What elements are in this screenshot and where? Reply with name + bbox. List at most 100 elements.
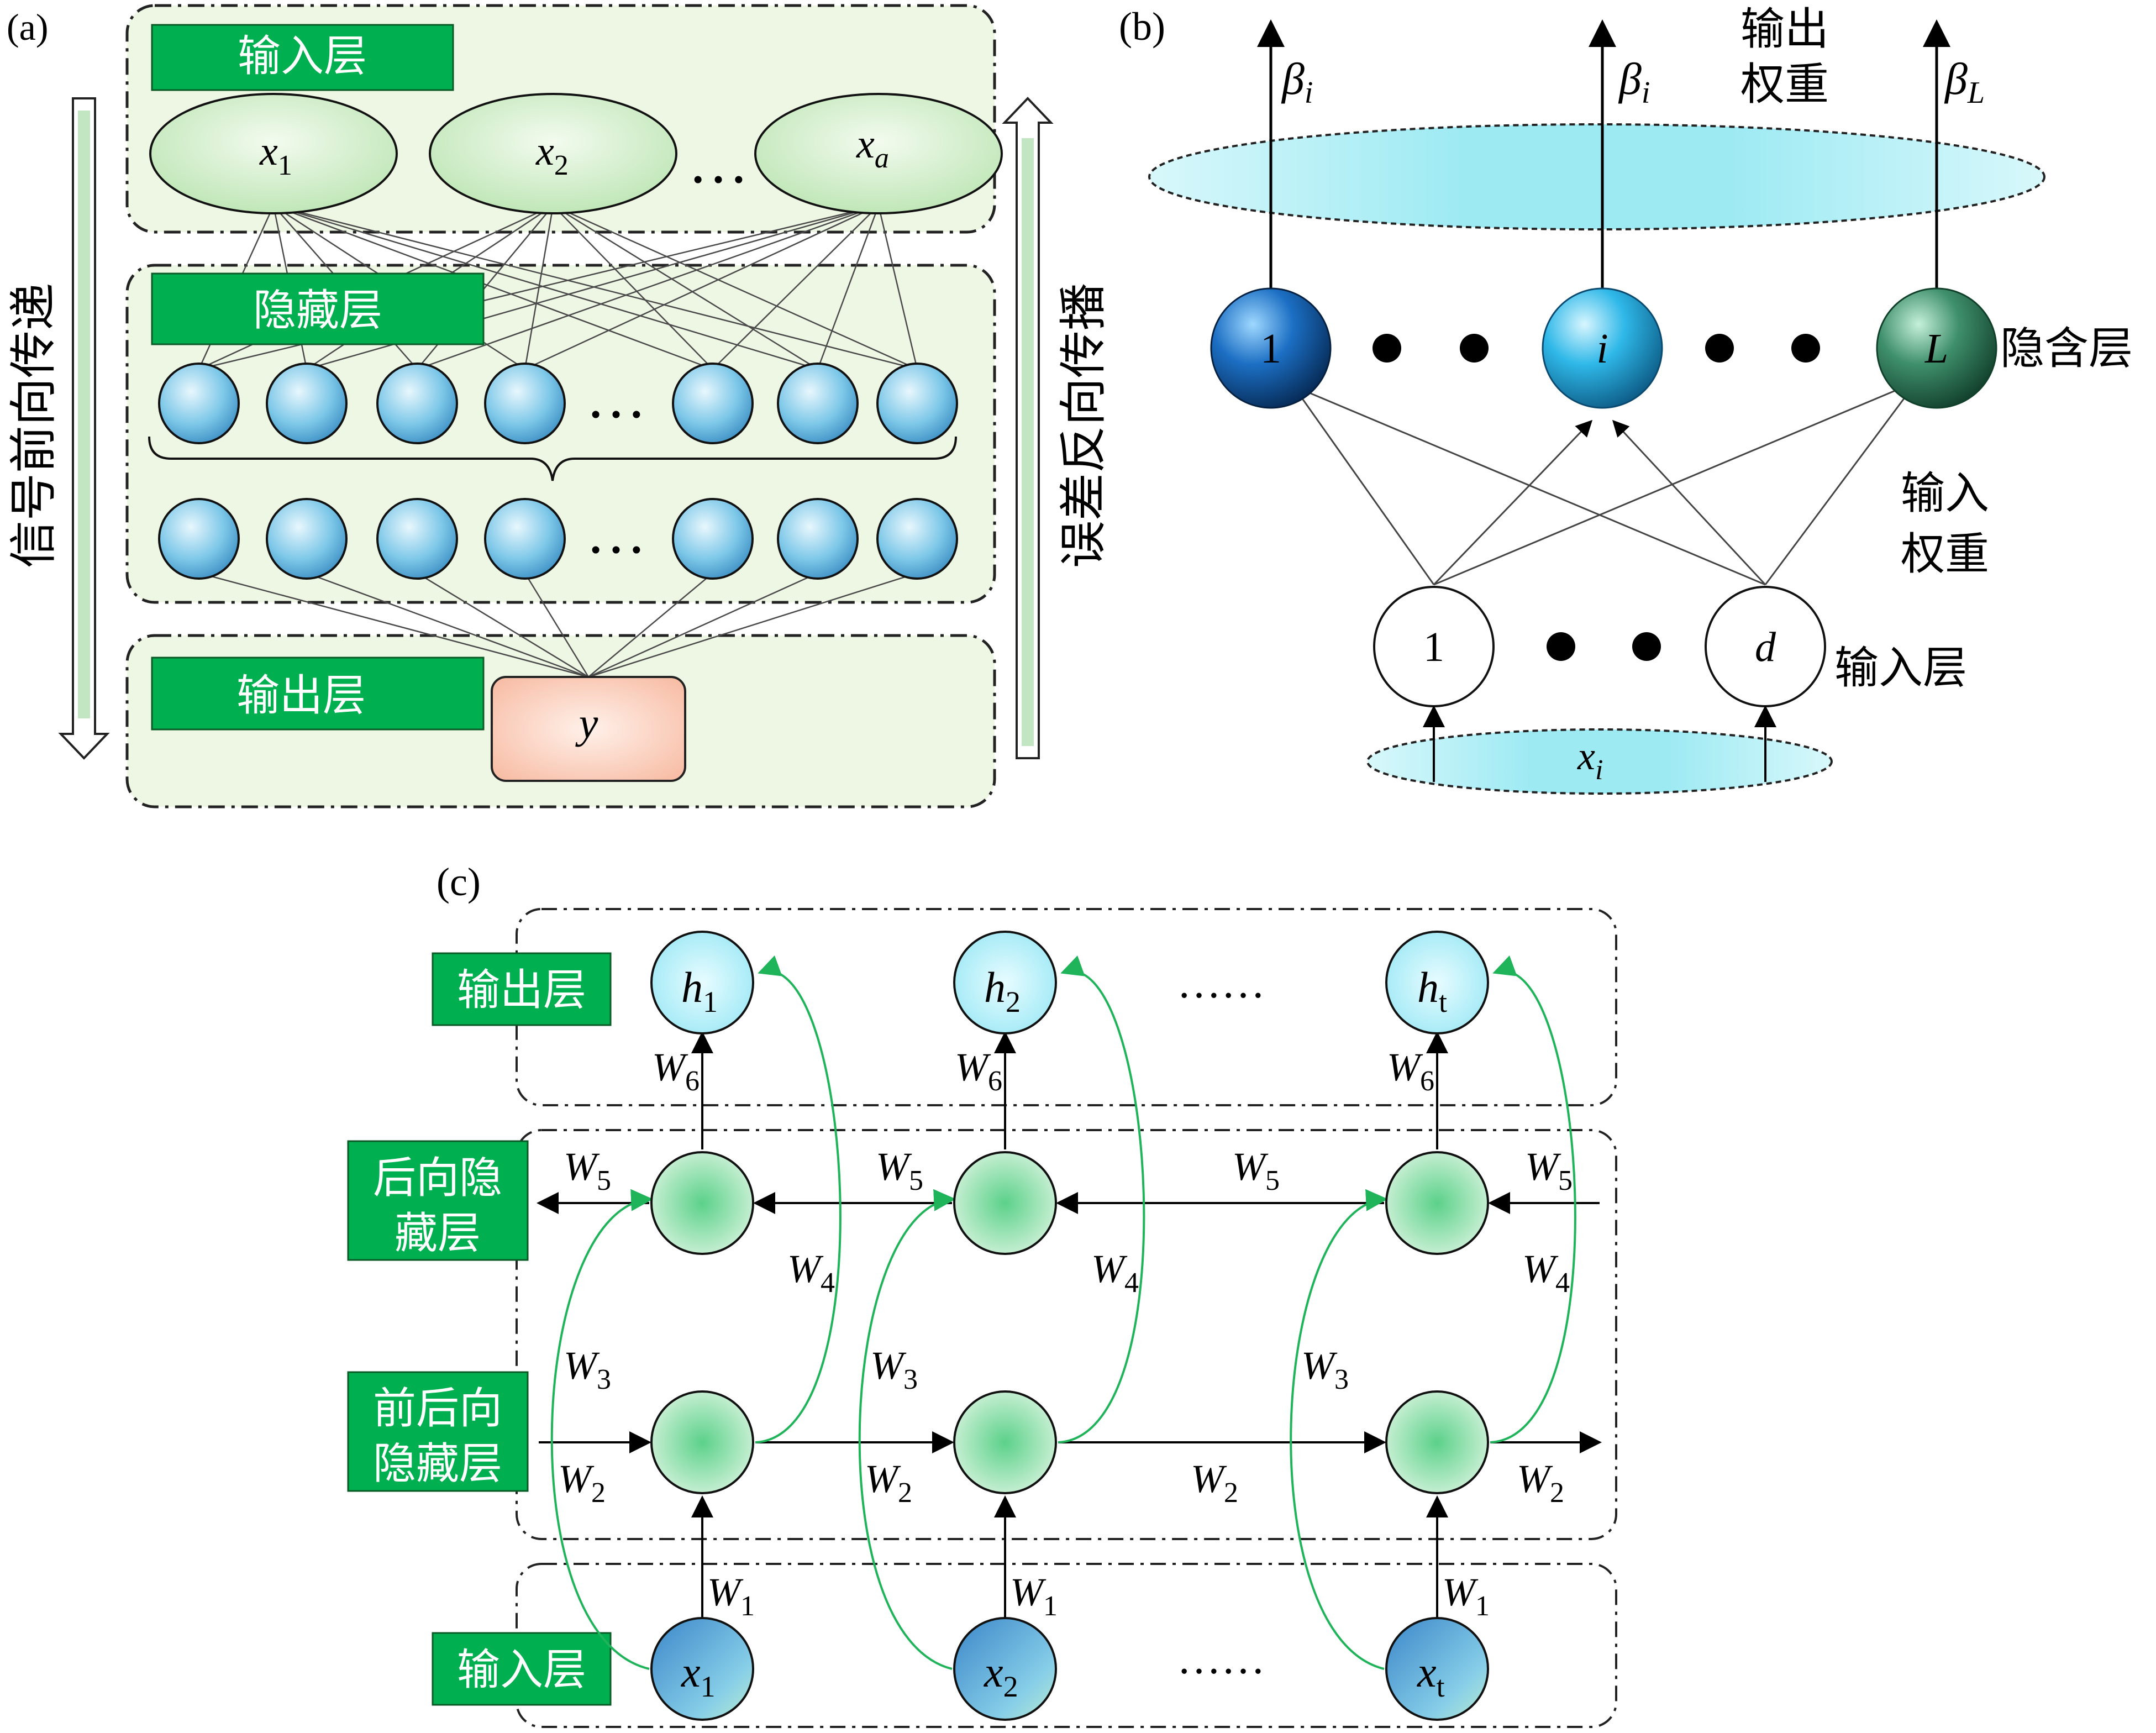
- weight-sub: 1: [1043, 1590, 1058, 1622]
- weight-label-w6: W6: [652, 1045, 700, 1097]
- weight-base: W: [1010, 1570, 1047, 1614]
- weight-base: W: [1525, 1144, 1561, 1189]
- weight-sub: 2: [898, 1477, 912, 1509]
- hidden-neuron: [777, 363, 859, 444]
- weight-base: W: [564, 1144, 600, 1189]
- weight-label-w4: W4: [787, 1247, 835, 1299]
- connection-line: [553, 205, 713, 370]
- svg-text:h1: h1: [681, 963, 718, 1018]
- connection-line: [273, 204, 713, 370]
- hidden-neuron: [376, 363, 458, 444]
- svg-text:βi: βi: [1281, 54, 1313, 110]
- weight-label-w2: W2: [1191, 1457, 1238, 1509]
- weight-sub: 3: [597, 1364, 611, 1395]
- hidden-dot-4: [1791, 334, 1820, 363]
- forward-signal-label: 信号前向传递: [6, 283, 61, 568]
- weight-label-w1: W1: [1442, 1570, 1490, 1622]
- hidden-ellipsis-row1: …: [586, 363, 646, 430]
- output-weight-ellipse: [1148, 123, 2045, 230]
- connections-hidden-output: [198, 572, 918, 678]
- weight-base: W: [1387, 1045, 1423, 1089]
- h2-base: h: [984, 963, 1006, 1011]
- weight-base: W: [652, 1045, 688, 1089]
- weight-sub: 4: [1124, 1267, 1139, 1299]
- rnn-output-label: 输出层: [457, 965, 586, 1015]
- weight-label-w6: W6: [955, 1045, 1002, 1097]
- input-node: [953, 1617, 1057, 1721]
- rnn-output-label-box: [432, 952, 612, 1026]
- output-weight-label-line2: 权重: [1740, 59, 1829, 110]
- beta-L-sub: L: [1967, 76, 1985, 110]
- x2-base: x: [984, 1648, 1003, 1696]
- connection-line: [306, 572, 589, 678]
- weight-base: W: [1442, 1570, 1479, 1614]
- weight-base: W: [707, 1570, 744, 1614]
- input-node-1-label: 1: [1423, 624, 1444, 670]
- weight-sub: 5: [1265, 1165, 1280, 1196]
- input-layer-label-b: 输入层: [1834, 642, 1967, 694]
- connection-line: [524, 204, 879, 370]
- input-node-x2: [429, 93, 677, 214]
- hidden-neuron: [376, 498, 458, 580]
- hidden-node-i: [1542, 287, 1663, 409]
- hidden-neuron: [777, 498, 859, 580]
- hidden-neuron: [266, 498, 348, 580]
- h2-sub: 2: [1006, 985, 1021, 1018]
- input-node-d-label: d: [1755, 624, 1776, 670]
- weight-sub: 1: [740, 1590, 755, 1622]
- weight-sub: 2: [1224, 1477, 1238, 1509]
- rnn-nodes: [650, 931, 1489, 1721]
- weight-base: W: [1091, 1247, 1128, 1291]
- rnn-backward-label-line1: 后向隐: [373, 1153, 502, 1203]
- input-weight-label-line1: 输入: [1901, 468, 1989, 519]
- rnn-bidir-label-line2: 隐藏层: [373, 1439, 502, 1489]
- svg-text:ht: ht: [1417, 963, 1447, 1018]
- hidden-layer-label-box: [151, 272, 485, 345]
- input-node-xa-base: x: [856, 122, 875, 167]
- input-layer-label: 输入层: [238, 31, 367, 81]
- weight-label-w5: W5: [876, 1144, 923, 1196]
- rnn-input-label: 输入层: [457, 1645, 586, 1695]
- output-node-y: [491, 676, 686, 782]
- weight-sub: 1: [1475, 1590, 1490, 1622]
- weight-base: W: [787, 1247, 824, 1291]
- beta-i-base: β: [1618, 54, 1642, 104]
- ht-sub: t: [1439, 985, 1447, 1018]
- output-node: [953, 931, 1057, 1034]
- input-layer-label-box: [151, 24, 454, 91]
- weight-base: W: [558, 1457, 595, 1501]
- svg-text:h2: h2: [984, 963, 1021, 1018]
- h1-sub: 1: [703, 985, 718, 1018]
- connection-line: [198, 572, 589, 678]
- weight-base: W: [955, 1045, 991, 1089]
- weight-sub: 6: [988, 1065, 1002, 1097]
- vertical-arrows: [691, 1031, 1448, 1650]
- input-node: [650, 1617, 754, 1721]
- hidden-neuron: [672, 363, 754, 444]
- hidden-dot-1: [1373, 334, 1401, 363]
- weight-sub: 6: [1420, 1065, 1434, 1097]
- hidden-node-1: [1210, 287, 1332, 409]
- input-node: [1385, 1617, 1489, 1721]
- backward-hidden-node: [953, 1151, 1057, 1255]
- connection-line: [524, 573, 590, 678]
- output-weight-label-line1: 输出: [1740, 3, 1829, 55]
- hidden-layer-label-b: 隐含层: [2000, 323, 2133, 374]
- panel-b-tag: (b): [1119, 4, 1165, 49]
- h1-base: h: [681, 963, 703, 1011]
- input-node-xa: [754, 93, 1003, 214]
- rnn-hidden-box: [516, 1129, 1617, 1540]
- input-node-x1-base: x: [259, 129, 278, 174]
- weight-label-w2: W2: [865, 1457, 912, 1509]
- output-node: [650, 931, 754, 1034]
- connection-line: [417, 572, 589, 678]
- input-dot-2: [1632, 632, 1661, 661]
- weight-sub: 5: [1558, 1165, 1573, 1196]
- backward-error-label: 误差反向传播: [1056, 283, 1111, 568]
- weight-sub: 2: [591, 1477, 606, 1509]
- svg-text:βi: βi: [1618, 54, 1650, 110]
- xt-sub: t: [1437, 1670, 1445, 1703]
- connection-line: [588, 573, 713, 678]
